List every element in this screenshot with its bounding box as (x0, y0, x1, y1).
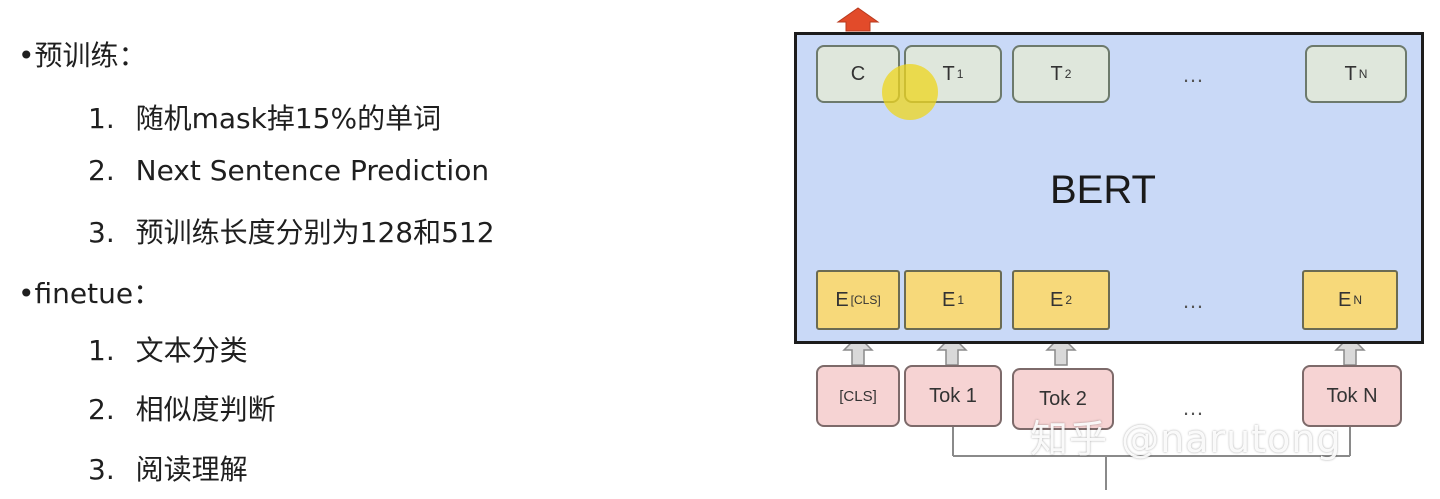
embedding-box-en-label: E (1337, 288, 1352, 311)
finetune-item-1-num: 1. (88, 334, 115, 367)
bert-title: BERT (1050, 168, 1156, 212)
token-box-tok1-label: Tok 1 (929, 384, 977, 407)
pretrain-item-2-num: 2. (88, 154, 115, 187)
token-box-tokn: Tok N (1302, 365, 1402, 427)
output-box-t2-label: T (1050, 62, 1063, 85)
finetune-header-text: •finetue： (18, 277, 162, 310)
pretrain-header-text: •预训练： (18, 39, 147, 72)
pretrain-item-3-text: 预训练长度分别为128和512 (135, 216, 495, 249)
left-text-panel: •预训练： 1. 随机mask掉15%的单词 2. Next Sentence … (18, 34, 495, 488)
output-box-c-label: C (850, 62, 866, 85)
token-box-tokn-label: Tok N (1326, 384, 1378, 407)
segment-bracket (952, 427, 1351, 490)
finetune-item-3: 3. 阅读理解 (88, 448, 248, 488)
embedding-box-cls-label: E (835, 288, 849, 311)
token-box-tok2-label: Tok 2 (1039, 387, 1087, 410)
output-box-t2-sub: 2 (1064, 67, 1072, 81)
pretrain-item-3: 3. 预训练长度分别为128和512 (88, 211, 495, 251)
token-box-tok1: Tok 1 (904, 365, 1002, 427)
embedding-box-e1-sub: 1 (957, 293, 965, 307)
finetune-item-2: 2. 相似度判断 (88, 388, 276, 428)
finetune-item-2-num: 2. (88, 393, 115, 426)
token-ellipsis: … (1182, 395, 1204, 420)
output-box-t1-sub: 1 (956, 67, 964, 81)
pretrain-item-3-num: 3. (88, 216, 115, 249)
embedding-box-cls: E[CLS] (816, 270, 900, 330)
embedding-box-e2-sub: 2 (1065, 293, 1073, 307)
token-box-tok2: Tok 2 (1012, 368, 1114, 430)
token-box-cls-label: [CLS] (839, 387, 877, 405)
pretrain-item-2-text: Next Sentence Prediction (135, 154, 490, 187)
cursor-highlight (882, 64, 938, 120)
pretrain-item-1-text: 随机mask掉15%的单词 (135, 102, 442, 135)
finetune-item-2-text: 相似度判断 (135, 393, 276, 426)
output-box-tn-sub: N (1358, 67, 1368, 81)
embedding-ellipsis: … (1182, 288, 1204, 313)
embedding-box-cls-sub: [CLS] (850, 293, 881, 307)
pretrain-item-1: 1. 随机mask掉15%的单词 (88, 97, 441, 137)
finetune-header: •finetue： (18, 272, 161, 312)
finetune-item-1: 1. 文本分类 (88, 329, 248, 369)
output-box-t1-label: T (942, 62, 955, 85)
finetune-item-3-num: 3. (88, 453, 115, 486)
pretrain-item-2: 2. Next Sentence Prediction (88, 154, 489, 187)
pretrain-item-1-num: 1. (88, 102, 115, 135)
embedding-box-en-sub: N (1353, 293, 1362, 307)
pretrain-header: •预训练： (18, 34, 147, 74)
embedding-box-e1-label: E (941, 288, 956, 311)
output-arrow-icon (836, 7, 880, 32)
output-box-tn-label: T (1344, 62, 1357, 85)
embedding-box-e2-label: E (1049, 288, 1064, 311)
finetune-item-3-text: 阅读理解 (135, 453, 248, 486)
zhihu-watermark: 知乎 @narutong (1030, 417, 1342, 461)
token-box-cls: [CLS] (816, 365, 900, 427)
output-ellipsis: … (1182, 62, 1204, 87)
finetune-item-1-text: 文本分类 (135, 334, 248, 367)
